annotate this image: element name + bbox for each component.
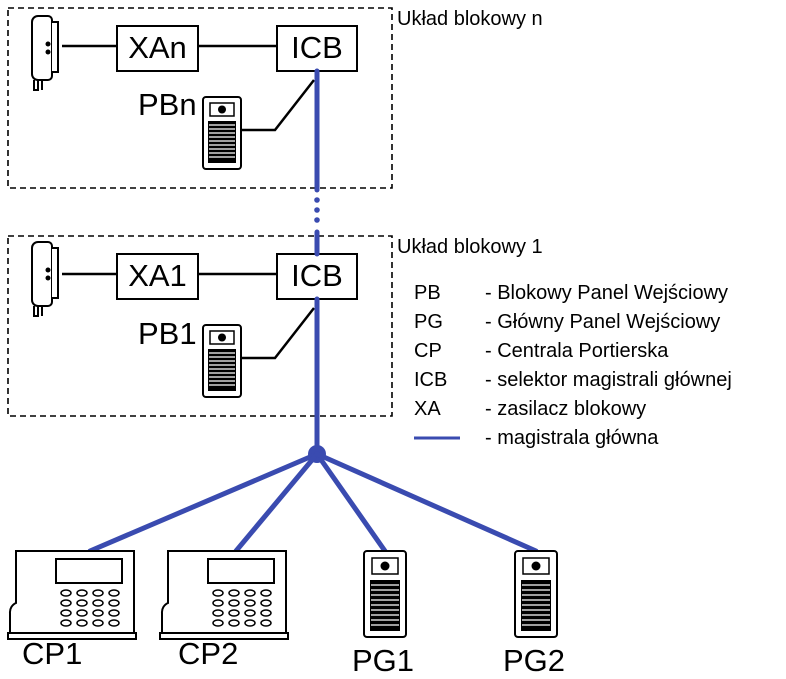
legend-desc-xa: - zasilacz blokowy — [485, 398, 646, 420]
bus-branch-cp1 — [87, 451, 320, 554]
bus-branch-cp2 — [233, 451, 320, 554]
cp1-console-icon — [7, 550, 137, 640]
legend-desc-pb: - Blokowy Panel Wejściowy — [485, 282, 728, 304]
block-1-title: Układ blokowy 1 — [397, 236, 543, 258]
block-n-wire-pb-icb — [241, 79, 315, 132]
bus-ellipsis — [314, 197, 320, 223]
legend-desc-bus: - magistrala główna — [485, 427, 659, 449]
bus-branch-pg1 — [314, 451, 388, 554]
block-1-handset-icon — [31, 241, 59, 317]
pg2-panel-icon — [514, 550, 558, 638]
legend-abbr-cp: CP — [414, 340, 442, 362]
pg1-panel-icon — [363, 550, 407, 638]
block-1-icb-box — [276, 253, 358, 300]
block-1-pb-label: PB1 — [138, 316, 197, 351]
legend-desc-cp: - Centrala Portierska — [485, 340, 669, 362]
legend-desc-pg: - Główny Panel Wejściowy — [485, 311, 720, 333]
legend-abbr-xa: XA — [414, 398, 441, 420]
block-1-frame — [7, 235, 393, 417]
legend-abbr-icb: ICB — [414, 369, 447, 391]
cp1-label: CP1 — [22, 636, 82, 671]
block-n-icb-label: ICB — [291, 30, 343, 65]
legend-abbr-pg: PG — [414, 311, 443, 333]
block-n-xa-box — [116, 25, 199, 72]
cp2-console-icon — [159, 550, 289, 640]
block-1-xa-label: XA1 — [128, 258, 187, 293]
block-n-xa-label: XAn — [128, 30, 187, 65]
legend-desc-icb: - selektor magistrali głównej — [485, 369, 732, 391]
block-n-title: Układ blokowy n — [397, 8, 543, 30]
block-1-icb-label: ICB — [291, 258, 343, 293]
cp2-label: CP2 — [178, 636, 238, 671]
legend: PB - Blokowy Panel Wejściowy PG - Główny… — [414, 282, 732, 449]
block-1-wire-pb-icb — [241, 307, 315, 360]
bus-branch-pg2 — [314, 451, 539, 554]
block-n-panel-icon — [202, 96, 242, 170]
block-n-pb-label: PBn — [138, 87, 197, 122]
block-n-icb-box — [276, 25, 358, 72]
block-1-xa-box — [116, 253, 199, 300]
block-n-frame — [7, 7, 393, 189]
pg1-label: PG1 — [352, 643, 414, 678]
legend-abbr-pb: PB — [414, 282, 441, 304]
block-n-handset-icon — [31, 15, 59, 91]
pg2-label: PG2 — [503, 643, 565, 678]
block-1-panel-icon — [202, 324, 242, 398]
